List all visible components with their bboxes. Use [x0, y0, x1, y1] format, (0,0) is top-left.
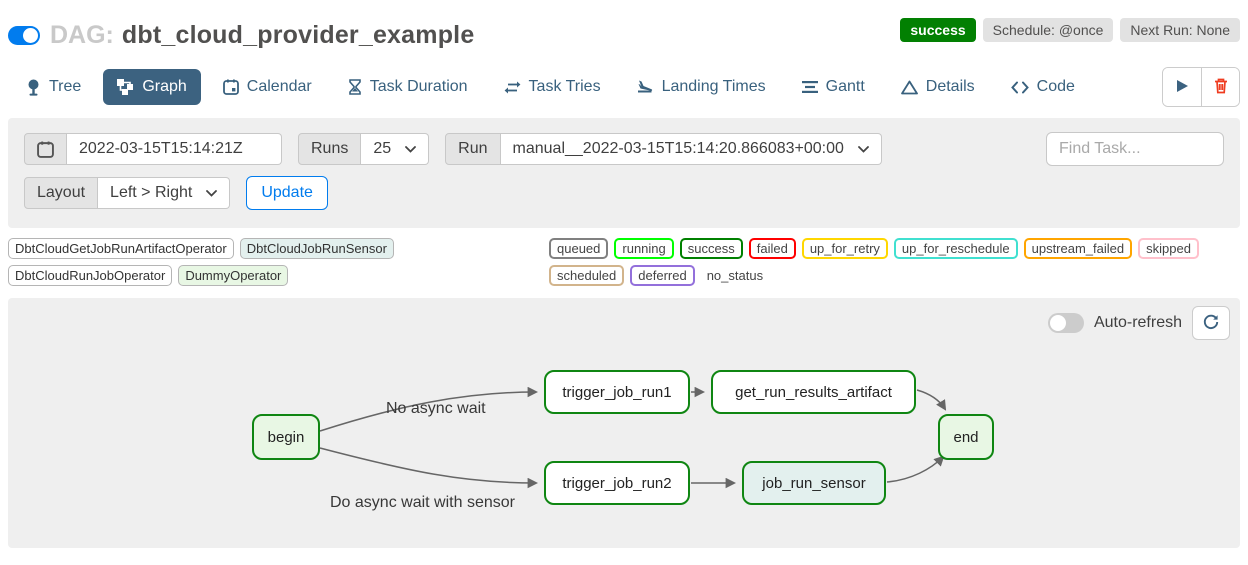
- toggle-knob: [1049, 315, 1066, 331]
- legend-state: up_for_reschedule: [893, 238, 1018, 259]
- base-date-group: [24, 133, 282, 165]
- filter-panel: Runs 25 Run manual__2022-03-15T15:14:20.…: [8, 118, 1240, 228]
- tab-graph[interactable]: Graph: [103, 69, 201, 105]
- triangle-icon: [900, 80, 918, 95]
- refresh-button[interactable]: [1192, 306, 1230, 340]
- layout-label: Layout: [24, 177, 99, 209]
- plane-landing-icon: [637, 79, 654, 95]
- tab-label: Landing Times: [661, 78, 766, 95]
- run-group: Run manual__2022-03-15T15:14:20.866083+0…: [445, 133, 882, 165]
- runs-label: Runs: [298, 133, 362, 165]
- legend-state: success: [679, 238, 743, 259]
- hourglass-icon: [348, 79, 362, 95]
- legend-state: queued: [549, 238, 609, 259]
- dag-pause-toggle[interactable]: [8, 25, 40, 45]
- layout-value: Left > Right: [110, 184, 193, 201]
- calendar-icon: [222, 79, 239, 95]
- legend-operator: DbtCloudJobRunSensor: [239, 238, 394, 259]
- find-task-wrap: [1046, 132, 1224, 166]
- dag-edges: [319, 386, 947, 489]
- legend-state: upstream_failed: [1023, 238, 1133, 259]
- legend-state: running: [614, 238, 674, 259]
- tab-details[interactable]: Details: [887, 69, 989, 105]
- tab-label: Task Tries: [528, 78, 601, 95]
- auto-refresh-label: Auto-refresh: [1093, 314, 1182, 331]
- chevron-down-icon: [858, 140, 869, 158]
- run-label: Run: [445, 133, 501, 165]
- legend-operator: DummyOperator: [178, 265, 289, 286]
- task-node-trigger-job-run2[interactable]: trigger_job_run2: [544, 461, 690, 505]
- legend-state: scheduled: [549, 265, 625, 286]
- tab-task-duration[interactable]: Task Duration: [334, 69, 482, 105]
- tab-task-tries[interactable]: Task Tries: [490, 69, 615, 105]
- tab-label: Calendar: [246, 78, 312, 95]
- tab-label: Graph: [142, 78, 187, 95]
- task-node-begin[interactable]: begin: [252, 414, 320, 460]
- tree-pin-icon: [26, 79, 41, 96]
- code-icon: [1010, 81, 1029, 94]
- legend-operator: DbtCloudRunJobOperator: [8, 265, 173, 286]
- refresh-icon: [1203, 314, 1219, 333]
- dag-action-buttons: [1162, 67, 1240, 107]
- repeat-icon: [504, 80, 521, 95]
- dag-prefix-label: DAG:: [50, 20, 114, 49]
- tab-tree[interactable]: Tree: [12, 69, 95, 105]
- edge-label-no-async-wait: No async wait: [386, 400, 486, 417]
- find-task-input[interactable]: [1046, 132, 1224, 166]
- chevron-down-icon: [206, 184, 218, 202]
- num-runs-group: Runs 25: [298, 133, 430, 165]
- trash-icon: [1214, 78, 1228, 97]
- base-date-input[interactable]: [67, 133, 282, 165]
- trigger-dag-button[interactable]: [1163, 68, 1201, 106]
- tab-label: Code: [1036, 78, 1075, 95]
- toggle-knob: [23, 27, 38, 43]
- play-icon: [1176, 79, 1189, 96]
- dag-graph-panel: Auto-refresh begin trigger_job_run1 get_…: [8, 298, 1240, 548]
- legend-operator: DbtCloudGetJobRunArtifactOperator: [8, 238, 234, 259]
- legend-no-status: no_status: [706, 268, 764, 283]
- align-icon: [801, 80, 818, 94]
- task-node-job-run-sensor[interactable]: job_run_sensor: [742, 461, 886, 505]
- status-badge: success: [900, 18, 976, 42]
- update-button[interactable]: Update: [246, 176, 328, 210]
- next-run-badge: Next Run: None: [1120, 18, 1240, 42]
- legend-state: up_for_retry: [801, 238, 888, 259]
- tab-gantt[interactable]: Gantt: [788, 69, 879, 105]
- legend-state: skipped: [1138, 238, 1199, 259]
- auto-refresh-toggle[interactable]: [1047, 313, 1084, 333]
- layout-select[interactable]: Left > Right: [98, 177, 231, 209]
- tab-label: Tree: [49, 78, 82, 95]
- legend-state: failed: [748, 238, 796, 259]
- dag-header: DAG: dbt_cloud_provider_example success …: [0, 0, 1248, 52]
- page-title: dbt_cloud_provider_example: [121, 20, 475, 49]
- legend: DbtCloudGetJobRunArtifactOperator DbtClo…: [0, 228, 1248, 290]
- edge-label-do-async-wait: Do async wait with sensor: [330, 494, 515, 511]
- task-node-trigger-job-run1[interactable]: trigger_job_run1: [544, 370, 690, 414]
- auto-refresh-controls: Auto-refresh: [1047, 306, 1230, 340]
- chevron-down-icon: [405, 140, 417, 158]
- view-tabbar: Tree Graph Calendar Task Duration Task T…: [0, 52, 1248, 108]
- run-select[interactable]: manual__2022-03-15T15:14:20.866083+00:00: [500, 133, 882, 165]
- sitemap-icon: [117, 79, 134, 95]
- runs-value: 25: [373, 140, 392, 157]
- task-node-get-run-results-artifact[interactable]: get_run_results_artifact: [711, 370, 916, 414]
- tab-label: Details: [925, 78, 975, 95]
- calendar-addon[interactable]: [24, 133, 67, 165]
- legend-state: deferred: [630, 265, 695, 286]
- state-legend: queued running success failed up_for_ret…: [549, 238, 1240, 286]
- run-value: manual__2022-03-15T15:14:20.866083+00:00: [512, 140, 844, 157]
- tab-label: Task Duration: [369, 78, 468, 95]
- schedule-badge: Schedule: @once: [982, 18, 1114, 42]
- runs-select[interactable]: 25: [361, 133, 430, 165]
- tab-label: Gantt: [825, 78, 865, 95]
- header-badges: success Schedule: @once Next Run: None: [900, 18, 1240, 42]
- operator-legend: DbtCloudGetJobRunArtifactOperator DbtClo…: [8, 238, 549, 286]
- tab-landing-times[interactable]: Landing Times: [623, 69, 780, 105]
- tab-calendar[interactable]: Calendar: [209, 69, 326, 105]
- layout-group: Layout Left > Right: [24, 177, 231, 209]
- tab-code[interactable]: Code: [997, 69, 1089, 105]
- delete-dag-button[interactable]: [1201, 68, 1239, 106]
- task-node-end[interactable]: end: [938, 414, 994, 460]
